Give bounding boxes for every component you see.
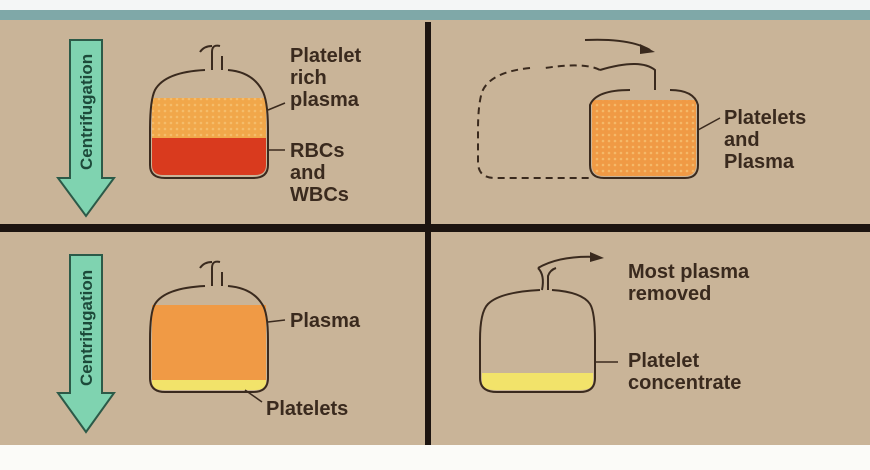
bag-platelet-concentrate: [479, 252, 604, 393]
centrifugation-arrow-top: Centrifugation: [56, 39, 116, 218]
transfer-arrow-icon: [640, 44, 655, 54]
top-strip: [0, 0, 870, 12]
centrifugation-label: Centrifugation: [77, 270, 96, 386]
centrifugation-label: Centrifugation: [77, 54, 96, 170]
label-most-plasma-removed: Most plasma removed: [628, 261, 755, 305]
bag-platelets-plasma: [584, 38, 699, 179]
label-platelets: Platelets: [266, 398, 348, 420]
transfer-arrow-icon: [590, 252, 604, 262]
centrifugation-arrow-bottom: Centrifugation: [56, 254, 116, 434]
horizontal-divider: [0, 224, 870, 232]
top-band: [0, 10, 870, 22]
label-plasma: Plasma: [290, 310, 361, 332]
background: [0, 20, 870, 445]
bag-platelet-rich-plasma: [149, 44, 269, 179]
label-platelet-rich-plasma: Platelet rich plasma: [290, 45, 367, 111]
bag-empty-dashed: [477, 64, 601, 179]
label-platelets-and-plasma: Platelets and Plasma: [724, 107, 812, 173]
label-rbcs-wbcs: RBCs and WBCs: [290, 140, 350, 206]
vertical-divider: [425, 22, 431, 445]
bag-plasma-platelets: [149, 260, 269, 393]
label-platelet-concentrate: Platelet concentrate: [628, 350, 741, 394]
